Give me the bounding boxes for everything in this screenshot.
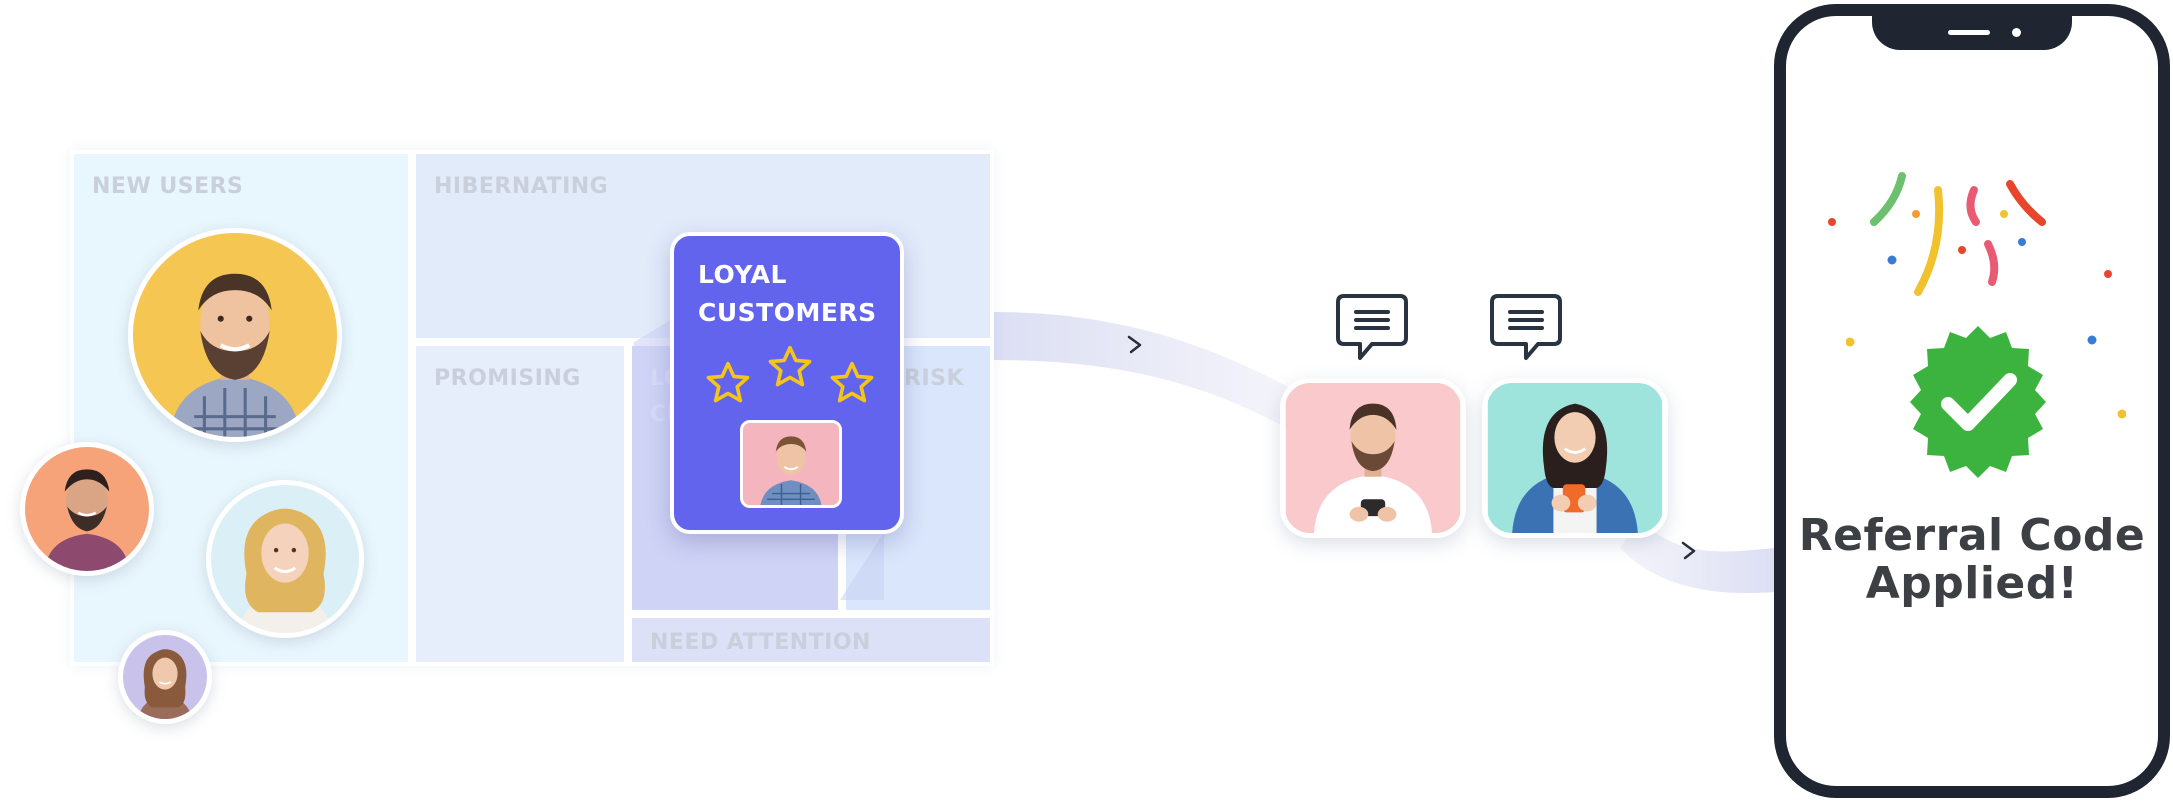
person-texting-card — [1280, 378, 1466, 538]
message-icon — [1490, 294, 1562, 360]
chevron-right-icon — [1681, 541, 1696, 560]
chevron-right-icon — [1127, 335, 1142, 354]
avatar — [118, 630, 212, 724]
loyal-customer-photo — [740, 420, 842, 508]
loyal-customers-title: LOYAL CUSTOMERS — [698, 260, 877, 327]
star-icon — [830, 361, 874, 403]
loyal-customers-card[interactable]: LOYAL CUSTOMERS — [670, 232, 904, 534]
star-icon — [706, 361, 750, 403]
message-icon — [1336, 294, 1408, 360]
person-texting-card — [1482, 378, 1668, 538]
phone-notch — [1872, 14, 2072, 50]
confetti-icon — [1828, 172, 2112, 296]
phone-mockup: Referral Code Applied! — [1774, 4, 2170, 798]
avatar — [128, 228, 342, 442]
segment-label: NEW USERS — [92, 174, 244, 199]
speaker-icon — [1948, 30, 1990, 35]
segment-promising: PROMISING — [412, 342, 628, 666]
segment-label: HIBERNATING — [434, 174, 609, 199]
avatar — [20, 442, 154, 576]
star-icon — [768, 345, 812, 387]
segment-label: NEED ATTENTION — [650, 630, 871, 655]
referral-message-line1: Referral Code — [1798, 510, 2146, 561]
projection-cone — [634, 318, 884, 600]
avatar — [206, 480, 364, 638]
segment-label: PROMISING — [434, 366, 581, 391]
camera-icon — [2012, 28, 2021, 37]
referral-message-line2: Applied! — [1865, 558, 2079, 609]
dot-decor — [1846, 335, 2126, 419]
segment-need-attention: NEED ATTENTION — [628, 614, 994, 666]
check-badge-icon — [1910, 326, 2046, 478]
segment-label: RISK — [904, 366, 965, 391]
